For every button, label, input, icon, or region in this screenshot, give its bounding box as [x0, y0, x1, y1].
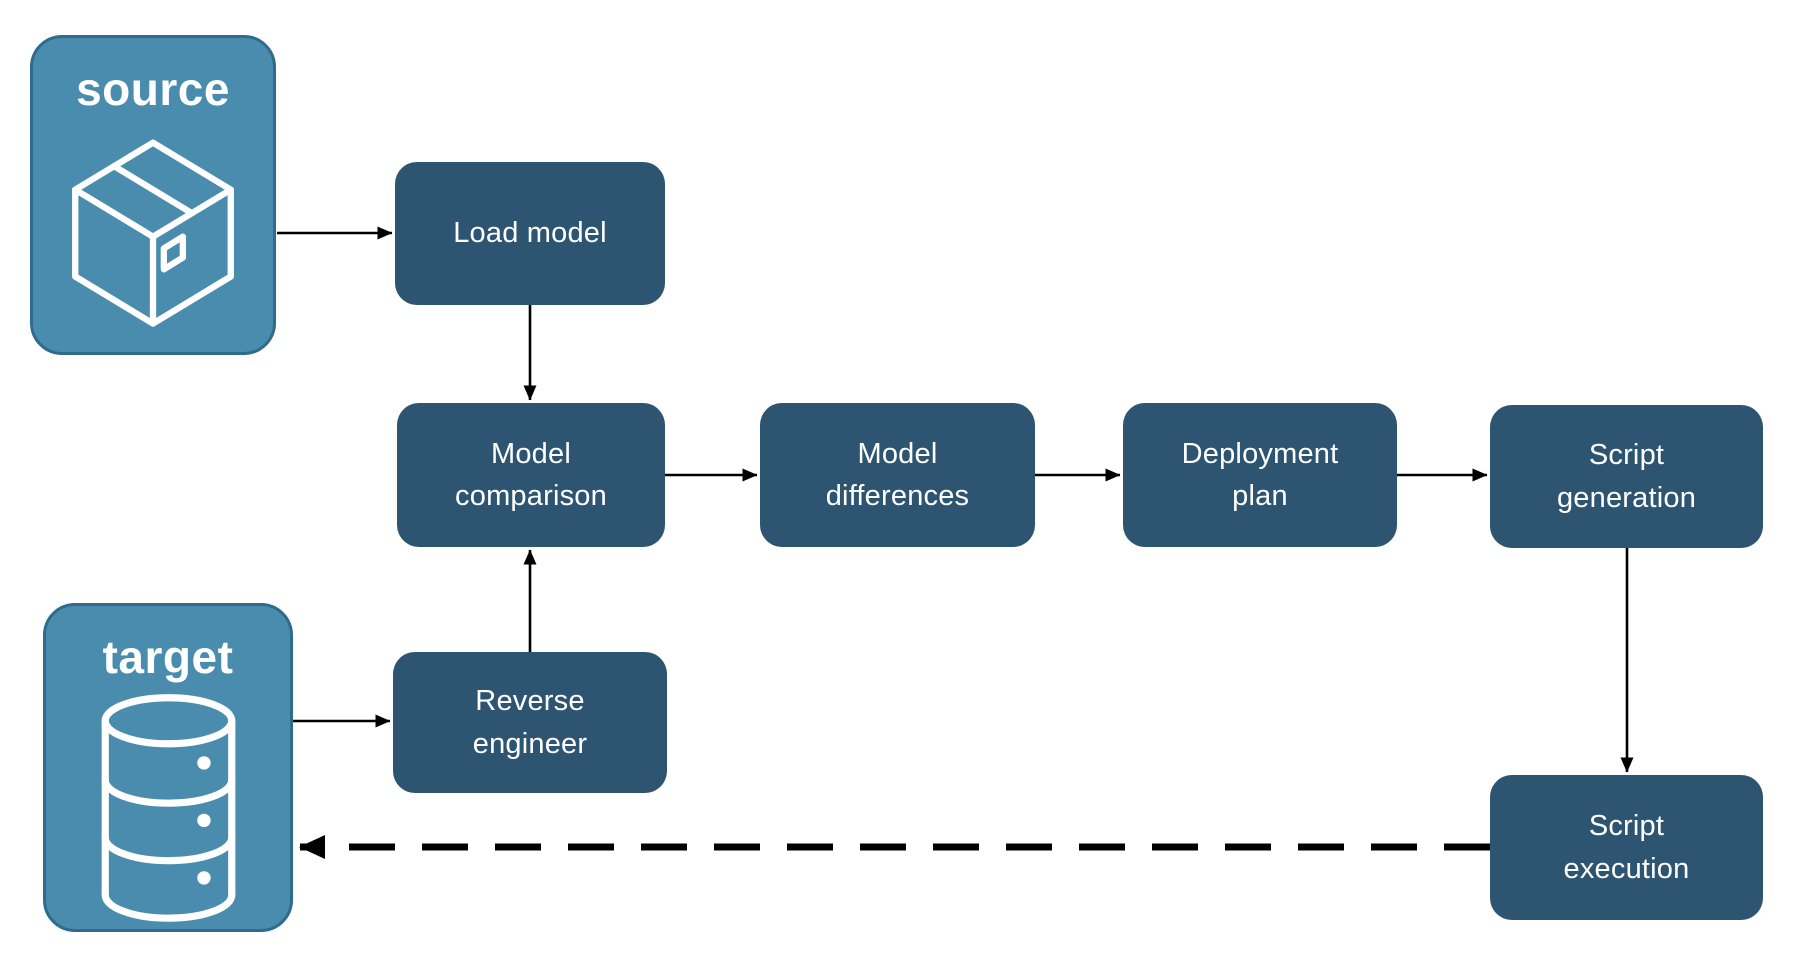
- node-script-generation-label: Script generation: [1556, 439, 1697, 514]
- node-load-model-label: Load model: [453, 217, 607, 250]
- node-model-comparison-label: Model comparison: [455, 437, 607, 512]
- node-reverse-engineer: Reverse engineer: [393, 652, 667, 793]
- node-reverse-engineer-label: Reverse engineer: [472, 685, 588, 760]
- package-icon: [33, 116, 273, 352]
- node-script-execution: Script execution: [1490, 775, 1763, 920]
- target-store: target: [43, 603, 293, 932]
- node-script-generation: Script generation: [1490, 405, 1763, 548]
- source-store-label: source: [76, 63, 230, 115]
- node-script-execution-label: Script execution: [1563, 810, 1690, 885]
- target-store-label: target: [102, 631, 234, 683]
- node-load-model: Load model: [395, 162, 665, 305]
- node-model-differences: Model differences: [760, 403, 1035, 547]
- source-store: source: [30, 35, 276, 355]
- node-deployment-plan-label: Deployment plan: [1181, 437, 1339, 512]
- database-icon: [46, 684, 290, 929]
- node-model-comparison: Model comparison: [397, 403, 665, 547]
- node-model-differences-label: Model differences: [825, 437, 970, 512]
- node-deployment-plan: Deployment plan: [1123, 403, 1397, 547]
